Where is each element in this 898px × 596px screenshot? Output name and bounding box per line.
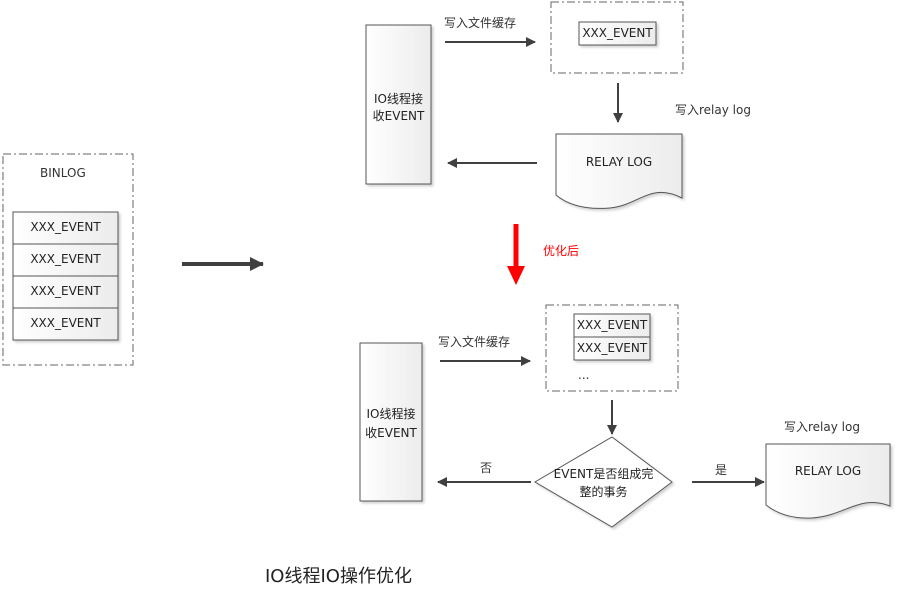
optimized-label: 优化后 [543, 244, 580, 258]
decision-label-2: 整的事务 [579, 485, 628, 499]
io-thread-label-before-2: 收EVENT [372, 109, 425, 123]
diagram-title: IO线程IO操作优化 [265, 566, 412, 587]
io-thread-box-after [359, 342, 423, 502]
binlog-label: BINLOG [40, 166, 86, 180]
relay-log-doc-before [555, 133, 683, 209]
relay-log-label-after: RELAY LOG [794, 464, 862, 478]
write-relay-label-before: 写入relay log [675, 103, 751, 117]
no-label: 否 [480, 461, 493, 475]
relay-log-doc-after [765, 443, 891, 519]
io-thread-box-before [365, 24, 432, 185]
write-cache-label-before: 写入文件缓存 [444, 16, 517, 30]
cache-ellipsis: ... [578, 368, 590, 382]
io-thread-label-after-2: 收EVENT [365, 426, 417, 440]
cache-container-after [545, 304, 679, 392]
cache-event-label-after: XXX_EVENT [576, 318, 648, 332]
yes-label: 是 [715, 463, 728, 477]
optimized-arrowhead-icon [507, 266, 525, 285]
cache-events-after [573, 313, 651, 361]
binlog-events [12, 211, 119, 341]
io-thread-label-before-1: IO线程接 [374, 92, 423, 106]
cache-event-label-before: XXX_EVENT [582, 26, 653, 40]
write-cache-label-after: 写入文件缓存 [438, 335, 511, 349]
relay-log-label-before: RELAY LOG [585, 155, 653, 169]
cache-container-before [550, 1, 684, 74]
cache-event-before [578, 21, 657, 46]
write-relay-label-after: 写入relay log [784, 420, 860, 434]
decision-diamond [534, 436, 673, 528]
binlog-event: XXX_EVENT [30, 284, 101, 298]
io-thread-label-after-1: IO线程接 [366, 407, 416, 421]
cache-event-label-after: XXX_EVENT [576, 341, 648, 355]
binlog-container [2, 153, 134, 366]
binlog-event: XXX_EVENT [30, 316, 101, 330]
binlog-event: XXX_EVENT [30, 252, 101, 266]
binlog-event: XXX_EVENT [30, 220, 101, 234]
decision-label-1: EVENT是否组成完 [553, 467, 654, 481]
